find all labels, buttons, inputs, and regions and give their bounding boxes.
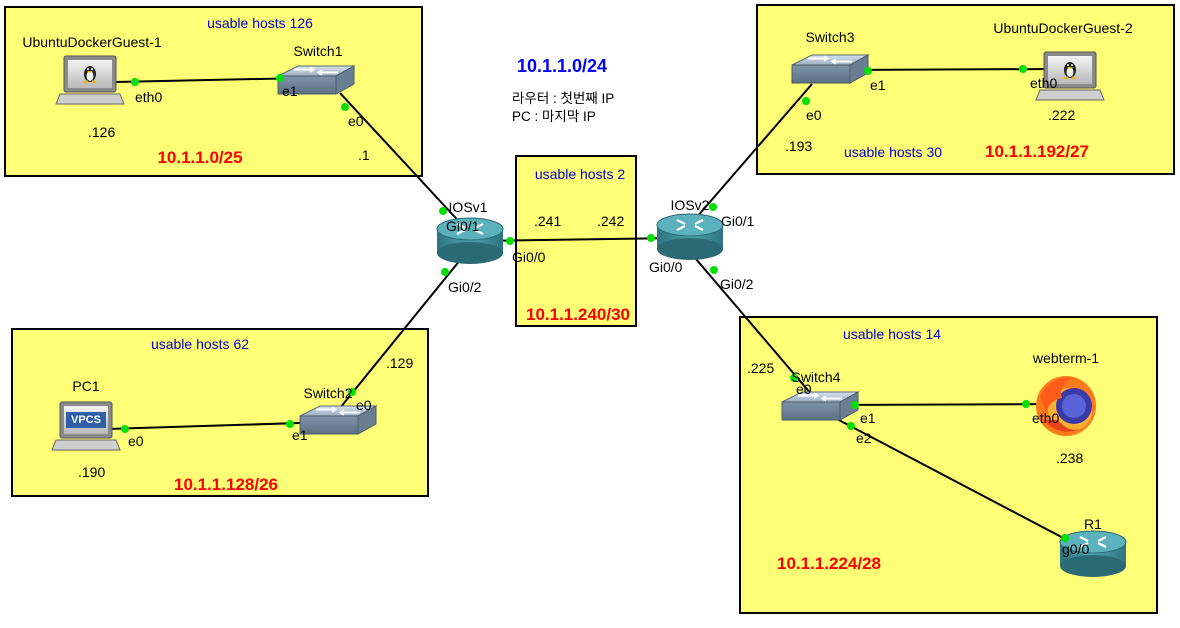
link-pc1-switch2 bbox=[107, 422, 301, 430]
zone3-hosts-label: usable hosts 2 bbox=[535, 166, 625, 182]
note-pc: PC : 마지막 IP bbox=[512, 109, 596, 124]
link-iosv2-switch4 bbox=[689, 251, 813, 396]
switch2-e1-label: e1 bbox=[292, 427, 308, 443]
zone2-subnet-label: 10.1.1.128/26 bbox=[174, 475, 278, 494]
r1-port-label: g0/0 bbox=[1062, 541, 1089, 557]
link-switch1-iosv1 bbox=[339, 92, 466, 229]
link-switch4-r1 bbox=[834, 417, 1091, 553]
ubuntu2-ip: .222 bbox=[1048, 107, 1075, 123]
network-title: 10.1.1.0/24 bbox=[517, 56, 607, 76]
iosv1-gi01-ip: .1 bbox=[358, 147, 370, 163]
ubuntu1-port-label: eth0 bbox=[135, 89, 162, 105]
switch4-name: Switch4 bbox=[791, 369, 840, 385]
iosv1-gi01-label: Gi0/1 bbox=[446, 218, 480, 234]
note-router: 라우터 : 첫번째 IP bbox=[512, 91, 614, 106]
switch1-e1-label: e1 bbox=[282, 83, 298, 99]
link-iosv2-switch3 bbox=[689, 83, 813, 226]
ubuntu1-ip: .126 bbox=[88, 124, 115, 140]
iosv2-gi02-label: Gi0/2 bbox=[720, 276, 754, 292]
switch2-e0-label: e0 bbox=[356, 397, 372, 413]
vpcs-label: VPCS bbox=[71, 414, 101, 426]
switch1-e0-label: e0 bbox=[348, 113, 364, 129]
webterm-name: webterm-1 bbox=[1032, 350, 1099, 366]
switch2-name: Switch2 bbox=[303, 385, 352, 401]
iosv1-gi00-label: Gi0/0 bbox=[512, 249, 546, 265]
iosv1-name: IOSv1 bbox=[449, 199, 488, 215]
iosv2-name: IOSv2 bbox=[671, 197, 710, 213]
ubuntu2-name: UbuntuDockerGuest-2 bbox=[993, 20, 1133, 36]
iosv2-gi00-label: Gi0/0 bbox=[649, 259, 683, 275]
webterm-ip: .238 bbox=[1056, 450, 1083, 466]
zone1-subnet-label: 10.1.1.0/25 bbox=[157, 148, 242, 167]
zone3-subnet-label: 10.1.1.240/30 bbox=[526, 305, 630, 324]
webterm-port-label: eth0 bbox=[1032, 410, 1059, 426]
ubuntu2-port-label: eth0 bbox=[1030, 75, 1057, 91]
zone4-subnet-label: 10.1.1.192/27 bbox=[985, 142, 1089, 161]
iosv1-gi00-ip: .241 bbox=[534, 213, 561, 229]
ubuntu1-icon[interactable] bbox=[55, 55, 125, 105]
pc1-ip: .190 bbox=[78, 464, 105, 480]
iosv1-gi02-ip: .129 bbox=[386, 355, 413, 371]
iosv1-gi02-label: Gi0/2 bbox=[448, 279, 482, 295]
switch3-e0-label: e0 bbox=[806, 107, 822, 123]
port-dots bbox=[121, 65, 1069, 542]
iosv2-gi01-label: Gi0/1 bbox=[721, 213, 755, 229]
zone4-hosts-label: usable hosts 30 bbox=[844, 144, 942, 160]
switch1-name: Switch1 bbox=[293, 43, 342, 59]
iosv2-router-icon[interactable] bbox=[655, 212, 725, 262]
zone5-subnet-label: 10.1.1.224/28 bbox=[777, 554, 881, 573]
r1-name: R1 bbox=[1084, 516, 1102, 532]
ubuntu1-name: UbuntuDockerGuest-1 bbox=[22, 34, 162, 50]
switch3-e1-label: e1 bbox=[870, 77, 886, 93]
switch4-e1-label: e1 bbox=[860, 410, 876, 426]
switch4-e2-label: e2 bbox=[856, 430, 872, 446]
pc1-icon[interactable]: VPCS bbox=[51, 401, 121, 451]
pc1-name: PC1 bbox=[72, 378, 99, 394]
iosv2-gi01-ip: .193 bbox=[785, 138, 812, 154]
zone-subnet-27 bbox=[756, 4, 1175, 175]
switch4-e0-label: e0 bbox=[796, 381, 812, 397]
switch3-icon[interactable] bbox=[791, 54, 869, 84]
iosv2-gi00-ip: .242 bbox=[597, 213, 624, 229]
zone5-hosts-label: usable hosts 14 bbox=[843, 326, 941, 342]
iosv2-gi02-ip: .225 bbox=[747, 360, 774, 376]
link-ubuntu1-switch1 bbox=[115, 77, 306, 83]
zone2-hosts-label: usable hosts 62 bbox=[151, 336, 249, 352]
switch4-icon[interactable] bbox=[781, 391, 859, 421]
switch3-name: Switch3 bbox=[805, 29, 854, 45]
pc1-port-label: e0 bbox=[128, 433, 144, 449]
zone1-hosts-label: usable hosts 126 bbox=[207, 15, 313, 31]
firefox-icon[interactable] bbox=[1036, 376, 1096, 436]
link-switch2-iosv1 bbox=[339, 253, 466, 409]
